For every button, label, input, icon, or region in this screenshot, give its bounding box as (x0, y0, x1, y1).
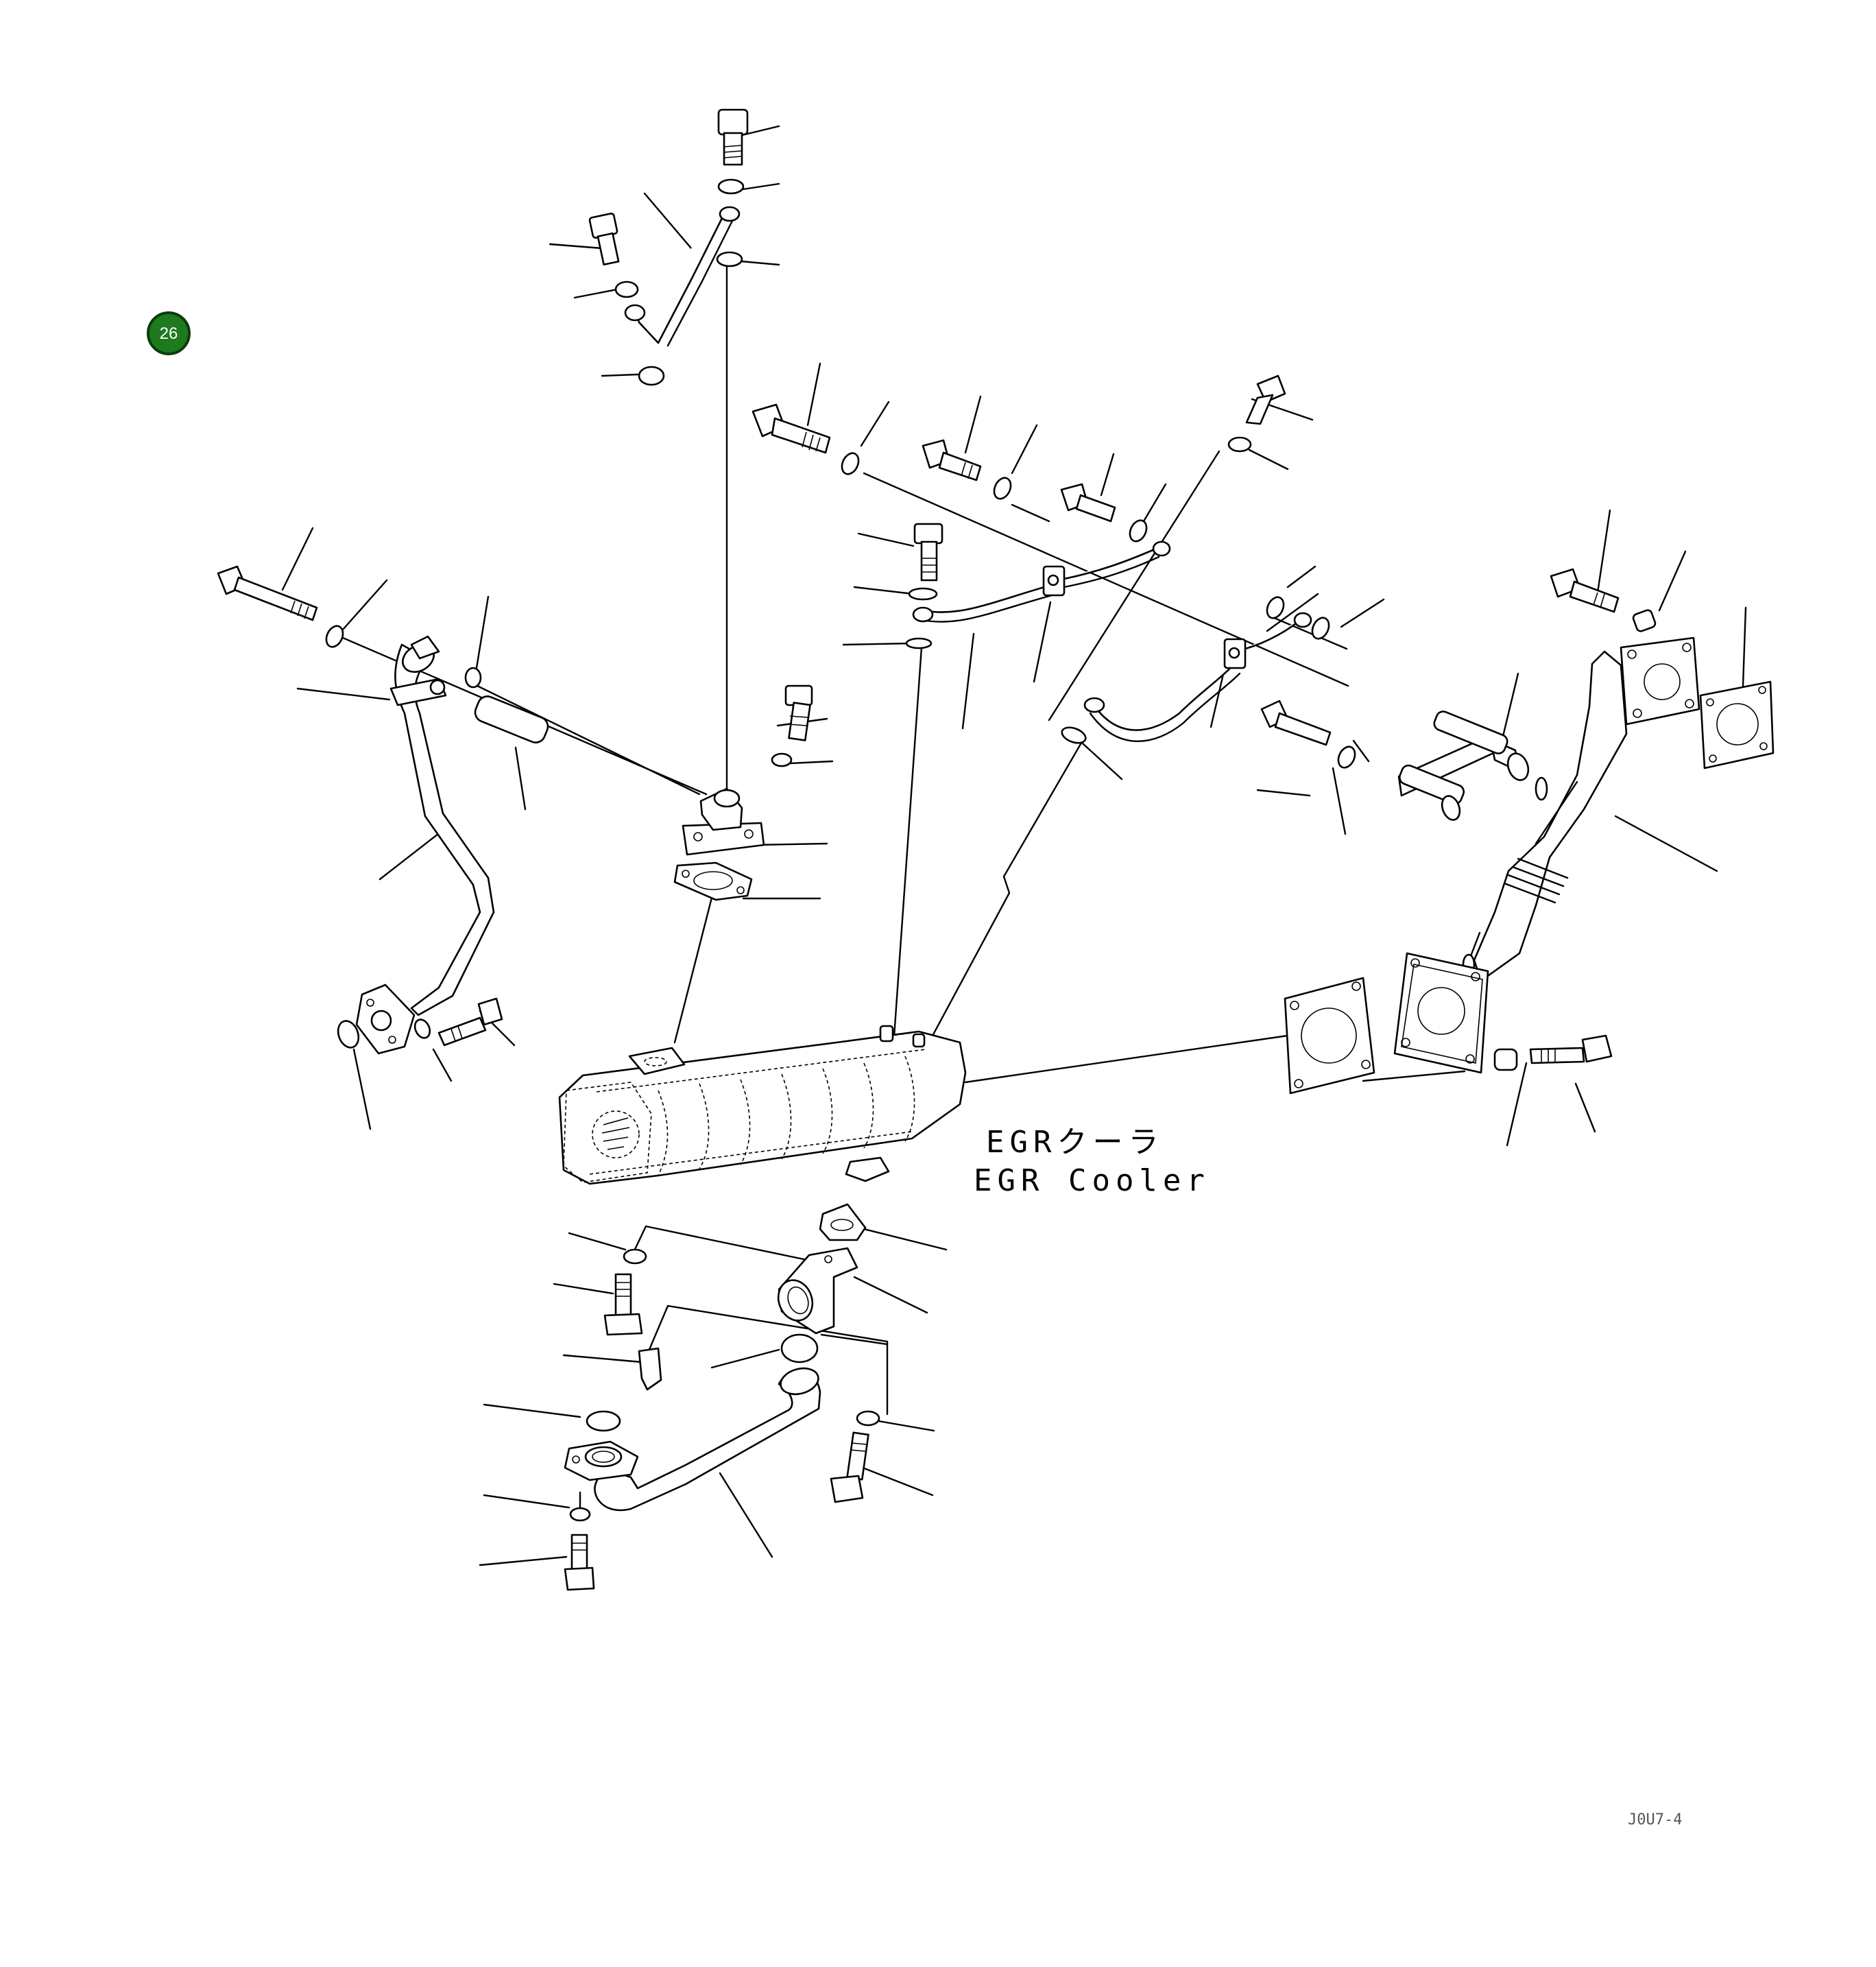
washer-ur-3[interactable] (1309, 615, 1332, 641)
cooler-top-flange[interactable] (673, 684, 813, 901)
upper-middle-bolts[interactable] (751, 403, 1150, 649)
label-japanese: EGRクーラ (986, 1125, 1164, 1160)
bolt-small-left[interactable] (588, 213, 620, 266)
bolt-flange-top[interactable] (784, 684, 813, 741)
bolt-m2[interactable] (922, 439, 982, 481)
clamp-bracket-2[interactable] (1223, 638, 1247, 669)
washer-c1[interactable] (908, 587, 938, 601)
egr-cooler-label: EGRクーラ EGR Cooler (974, 1125, 1210, 1198)
bolt-m3[interactable] (1060, 483, 1116, 523)
bolt-left-bottom[interactable] (437, 997, 503, 1047)
collar-right[interactable] (1632, 609, 1657, 632)
page-badge[interactable]: 26 (147, 311, 191, 355)
bolt-bottom-right[interactable] (830, 1431, 869, 1503)
washer-bottom-left[interactable] (569, 1507, 591, 1522)
collar-lower-right[interactable] (1493, 1048, 1518, 1071)
oring-left-b[interactable] (335, 1018, 362, 1050)
egr-cooler[interactable] (558, 1025, 967, 1185)
bolt-left-long[interactable] (217, 565, 318, 621)
washer-ur-2[interactable] (1264, 595, 1286, 621)
plug-bottom[interactable] (638, 1347, 662, 1391)
flange-left-bottom[interactable] (355, 984, 416, 1055)
washer-m1[interactable] (839, 451, 861, 477)
left-pipe-assembly[interactable] (217, 565, 551, 1055)
bolt-right-top[interactable] (1550, 568, 1620, 613)
gasket-square-mid[interactable] (1284, 977, 1375, 1095)
washer-left-2[interactable] (638, 366, 665, 386)
gasket-bottom[interactable] (819, 1203, 867, 1241)
washer-left-a[interactable] (323, 623, 346, 649)
gasket-top-flange[interactable] (673, 861, 753, 901)
gasket-square-right[interactable] (1699, 680, 1775, 770)
washer-flange[interactable] (771, 752, 793, 767)
mid-pipes[interactable] (912, 540, 1312, 746)
bolt-center[interactable] (913, 523, 943, 582)
washer-bracket[interactable] (1335, 744, 1358, 770)
banjo-bolt-top[interactable] (717, 108, 749, 166)
leader-lines (281, 125, 1747, 1566)
washer-m3[interactable] (1127, 518, 1149, 544)
bolt-lower-right[interactable] (1493, 1034, 1613, 1071)
drawing-code: J0U7-4 (1628, 1811, 1682, 1828)
upper-right-small-parts[interactable] (1227, 374, 1332, 641)
washer-c2[interactable] (905, 637, 933, 649)
washer-left-1[interactable] (614, 281, 639, 298)
bolt-bracket[interactable] (1260, 700, 1332, 746)
washer-pipe[interactable] (1060, 724, 1088, 746)
top-pipe-assembly[interactable] (588, 108, 749, 386)
washer-bottom-1[interactable] (623, 1248, 647, 1265)
washer-m2[interactable] (991, 475, 1013, 501)
bolt-ur[interactable] (1245, 374, 1286, 425)
washer-bottom-right[interactable] (856, 1410, 880, 1427)
oring-bottom-left[interactable] (586, 1410, 621, 1432)
washer-top-2[interactable] (716, 251, 743, 267)
label-english: EGR Cooler (974, 1163, 1210, 1198)
badge-number: 26 (160, 324, 178, 343)
long-bolt-1[interactable] (751, 403, 831, 454)
rod-bracket[interactable] (1260, 700, 1532, 822)
washer-ur-1[interactable] (1227, 436, 1252, 453)
clamp-bracket-1[interactable] (1042, 565, 1066, 597)
oring-left[interactable] (464, 667, 482, 689)
hose-left[interactable] (472, 693, 551, 746)
oring-bottom[interactable] (780, 1333, 819, 1363)
bolt-bottom-left[interactable] (564, 1534, 595, 1591)
washer-top-1[interactable] (717, 178, 745, 195)
bottom-pipe-assembly[interactable] (564, 1203, 880, 1591)
egr-pipe-right[interactable] (1393, 568, 1700, 1074)
bolt-bottom-1[interactable] (603, 1273, 643, 1336)
washer-left-b[interactable] (412, 1017, 433, 1040)
